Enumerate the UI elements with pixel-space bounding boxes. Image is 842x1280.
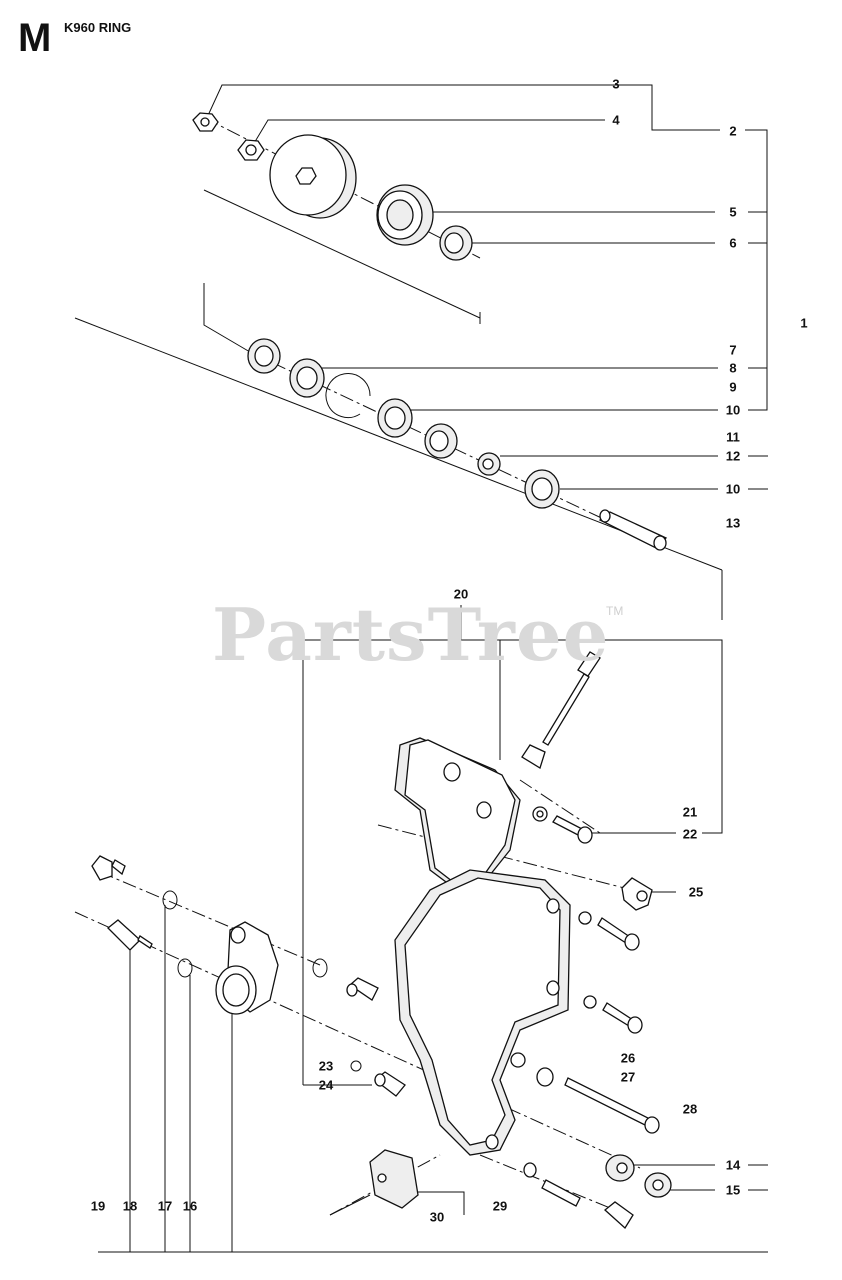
part-washer-4 xyxy=(237,139,265,161)
part-pulley-drum-2 xyxy=(269,134,357,219)
callout-24[interactable]: 24 xyxy=(318,1077,334,1093)
callout-7[interactable]: 7 xyxy=(729,342,737,358)
callout-9[interactable]: 9 xyxy=(729,379,737,395)
part-washer-12 xyxy=(477,452,501,476)
part-bearing-5 xyxy=(376,184,434,246)
callout-19[interactable]: 19 xyxy=(90,1198,106,1214)
callout-18[interactable]: 18 xyxy=(122,1198,138,1214)
callout-6[interactable]: 6 xyxy=(729,235,737,251)
callout-16[interactable]: 16 xyxy=(182,1198,198,1214)
callout-17[interactable]: 17 xyxy=(157,1198,173,1214)
part-nut-3 xyxy=(192,112,219,132)
leader-lines-bottom xyxy=(98,605,768,1253)
part-washer-21 xyxy=(532,806,548,822)
part-screw-29 xyxy=(523,1162,634,1230)
part-pin-24 xyxy=(373,1071,406,1097)
callout-28[interactable]: 28 xyxy=(682,1101,698,1117)
part-bearing-10a xyxy=(377,398,413,438)
part-circlip-9 xyxy=(325,373,371,419)
part-nut-25 xyxy=(621,877,653,911)
callout-10b[interactable]: 10 xyxy=(725,481,741,497)
watermark-trademark: TM xyxy=(606,604,624,618)
part-orings-16-17 xyxy=(162,890,328,978)
part-bearing-10b xyxy=(524,469,560,509)
callout-29[interactable]: 29 xyxy=(492,1198,508,1214)
callout-4[interactable]: 4 xyxy=(612,112,620,128)
part-arm-housing xyxy=(394,869,571,1156)
part-bearing-8 xyxy=(289,358,325,398)
part-sleeve xyxy=(346,977,379,1001)
callout-10a[interactable]: 10 xyxy=(725,402,741,418)
callout-13[interactable]: 13 xyxy=(725,515,741,531)
part-screws-26-27 xyxy=(578,911,643,1034)
callout-30[interactable]: 30 xyxy=(429,1209,445,1225)
part-spacer-11 xyxy=(424,423,458,459)
callout-26[interactable]: 26 xyxy=(620,1050,636,1066)
callout-1[interactable]: 1 xyxy=(800,315,808,331)
callout-25[interactable]: 25 xyxy=(688,884,704,900)
callout-11[interactable]: 11 xyxy=(726,429,740,445)
model-name: K960 RING xyxy=(64,20,132,35)
part-nut-15 xyxy=(644,1172,672,1198)
callout-3[interactable]: 3 xyxy=(612,76,620,92)
part-bushing-14 xyxy=(605,1154,635,1182)
part-bearing-6 xyxy=(439,225,473,261)
callout-12[interactable]: 12 xyxy=(725,448,741,464)
callout-23[interactable]: 23 xyxy=(318,1058,334,1074)
callout-14[interactable]: 14 xyxy=(725,1157,741,1173)
callout-5[interactable]: 5 xyxy=(729,204,737,220)
part-screw-18 xyxy=(91,855,153,951)
part-washer-7 xyxy=(247,338,281,374)
callout-15[interactable]: 15 xyxy=(725,1182,741,1198)
callout-27[interactable]: 27 xyxy=(620,1069,636,1085)
part-shaft-13 xyxy=(598,509,668,551)
part-bolt-long-21 xyxy=(521,651,601,769)
part-clamp-19 xyxy=(215,921,279,1015)
callout-21[interactable]: 21 xyxy=(682,804,698,820)
callout-8[interactable]: 8 xyxy=(729,360,737,376)
callout-20[interactable]: 20 xyxy=(453,586,469,602)
leader-lines-top xyxy=(204,84,768,490)
part-bolt-28 xyxy=(510,1052,660,1134)
section-letter: M xyxy=(18,16,52,60)
part-block-30 xyxy=(329,1149,419,1216)
watermark-logo: PartsTree xyxy=(212,592,610,677)
callout-2[interactable]: 2 xyxy=(729,123,737,139)
part-oring-23 xyxy=(350,1060,362,1072)
part-screw-22 xyxy=(552,815,593,844)
callout-22[interactable]: 22 xyxy=(682,826,698,842)
